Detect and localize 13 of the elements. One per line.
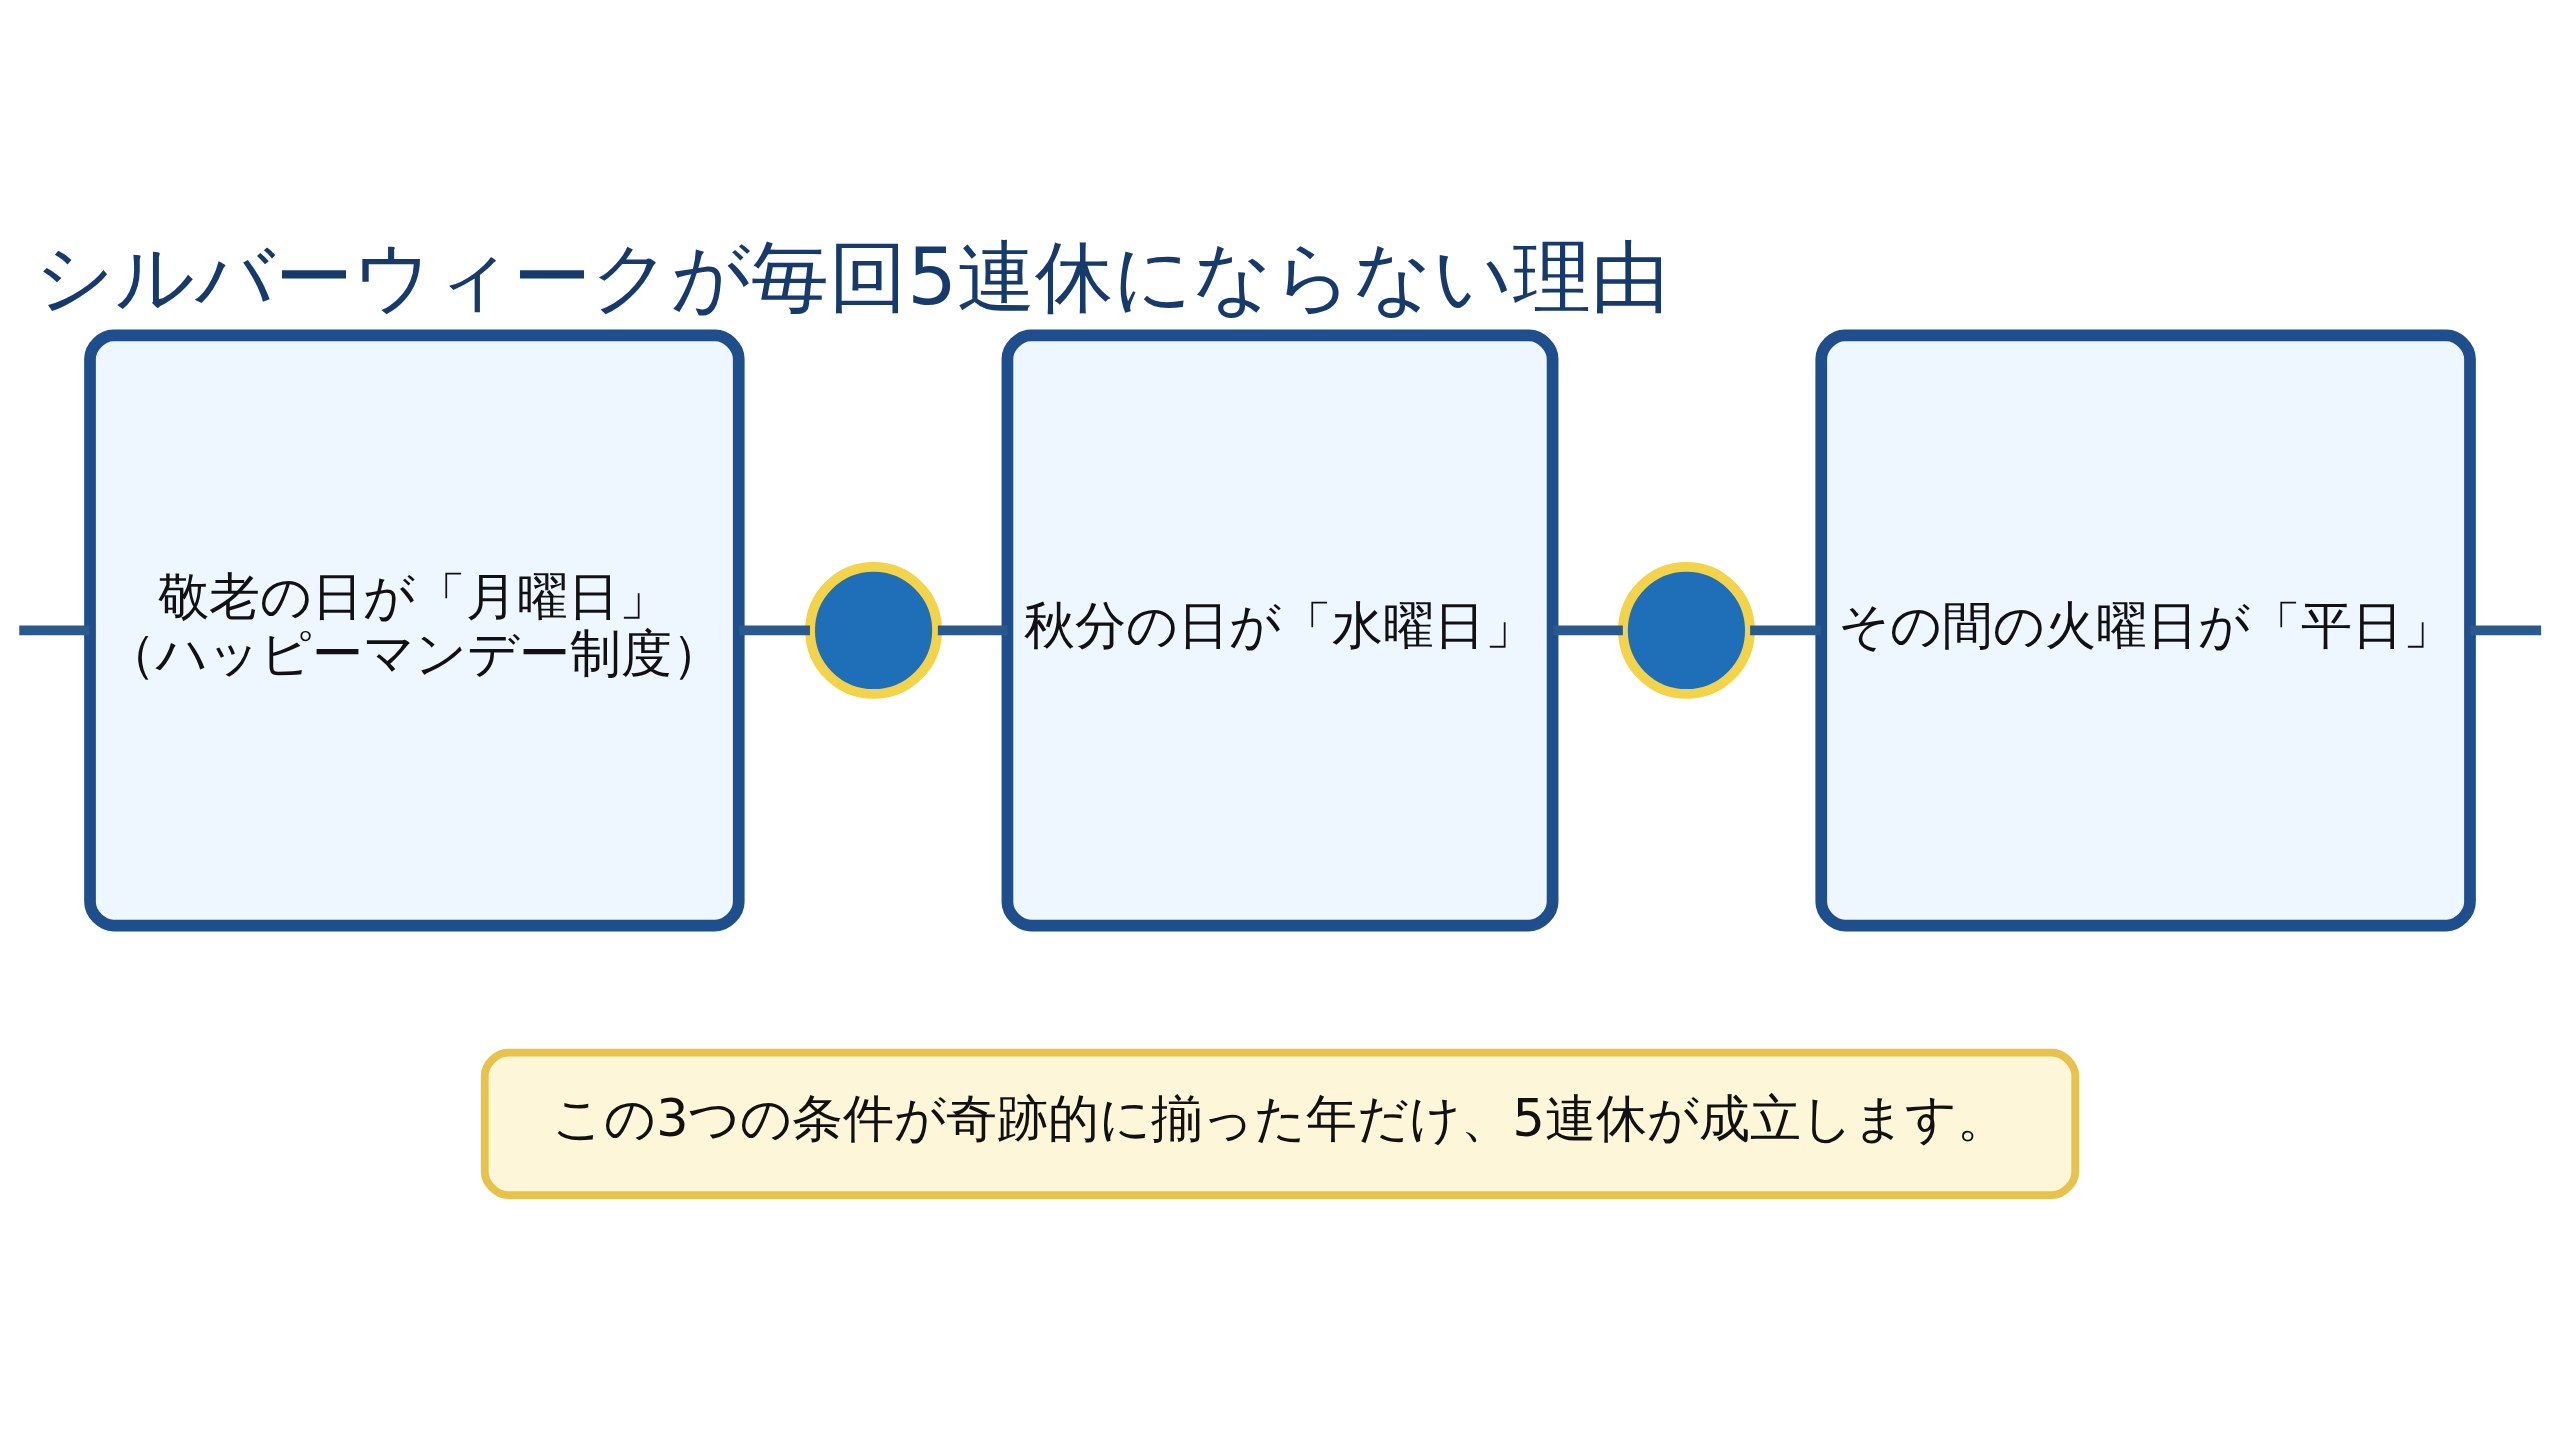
- node-box: 秋分の日が「水曜日」: [1001, 329, 1559, 932]
- connector: [2470, 625, 2542, 636]
- connector: [19, 625, 90, 636]
- node-circle: [805, 562, 942, 699]
- connector: [1750, 625, 1822, 636]
- node-circle: [1618, 562, 1755, 699]
- connector: [1553, 625, 1623, 636]
- connector: [739, 625, 810, 636]
- node-box: 敬老の日が「月曜日」 （ハッピーマンデー制度）: [84, 329, 745, 932]
- diagram-title: シルバーウィークが毎回5連休にならない理由: [35, 231, 1669, 323]
- connector: [937, 625, 1008, 636]
- node-box: その間の火曜日が「平日」: [1815, 329, 2476, 932]
- node-box: この3つの条件が奇跡的に揃った年だけ、5連休が成立します。: [480, 1048, 2080, 1200]
